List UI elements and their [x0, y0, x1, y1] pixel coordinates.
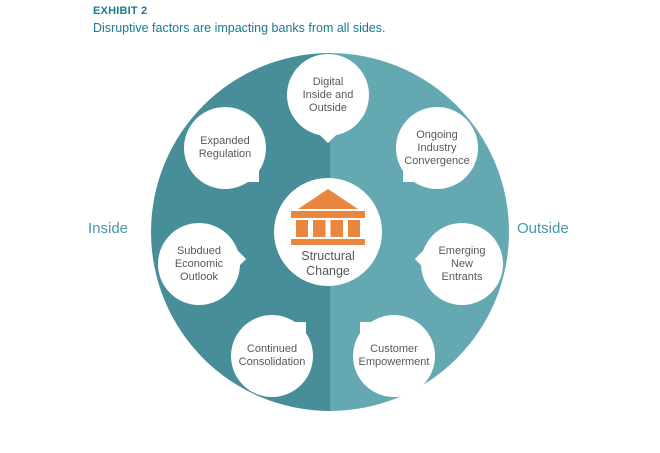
inside-label: Inside [88, 220, 129, 237]
bubble-tail [239, 162, 259, 182]
factor-bubble-customer-empowerment: Customer Empowerment [353, 315, 435, 397]
factor-label: Continued Consolidation [238, 343, 306, 368]
structural-change-label: Structural Change [301, 249, 355, 278]
factor-label: Subdued Economic Outlook [174, 244, 224, 283]
factor-bubble-ongoing-industry-convergence: Ongoing Industry Convergence [396, 107, 478, 189]
factor-label: Expanded Regulation [198, 135, 252, 160]
factor-label: Emerging New Entrants [438, 244, 486, 283]
factor-label: Digital Inside and Outside [302, 75, 354, 114]
factor-bubble-digital-inside-and-outside: Digital Inside and Outside [287, 54, 369, 144]
factor-bubble-emerging-new-entrants: Emerging New Entrants [414, 223, 503, 305]
bubble-tail [403, 162, 423, 182]
bubble-tail [286, 322, 306, 342]
factor-bubble-continued-consolidation: Continued Consolidation [231, 315, 313, 397]
bank-icon [291, 189, 365, 245]
structural-change-hub: Structural Change [274, 178, 382, 286]
bubble-tail [360, 322, 380, 342]
exhibit-header: EXHIBIT 2 Disruptive factors are impacti… [93, 5, 385, 35]
outside-label: Outside [517, 220, 569, 237]
exhibit-number: EXHIBIT 2 [93, 5, 148, 17]
factor-bubble-subdued-economic-outlook: Subdued Economic Outlook [158, 223, 247, 305]
factor-label: Ongoing Industry Convergence [404, 128, 470, 167]
factor-bubble-expanded-regulation: Expanded Regulation [184, 107, 266, 189]
exhibit-title: Disruptive factors are impacting banks f… [93, 21, 386, 35]
factor-label: Customer Empowerment [358, 343, 430, 368]
